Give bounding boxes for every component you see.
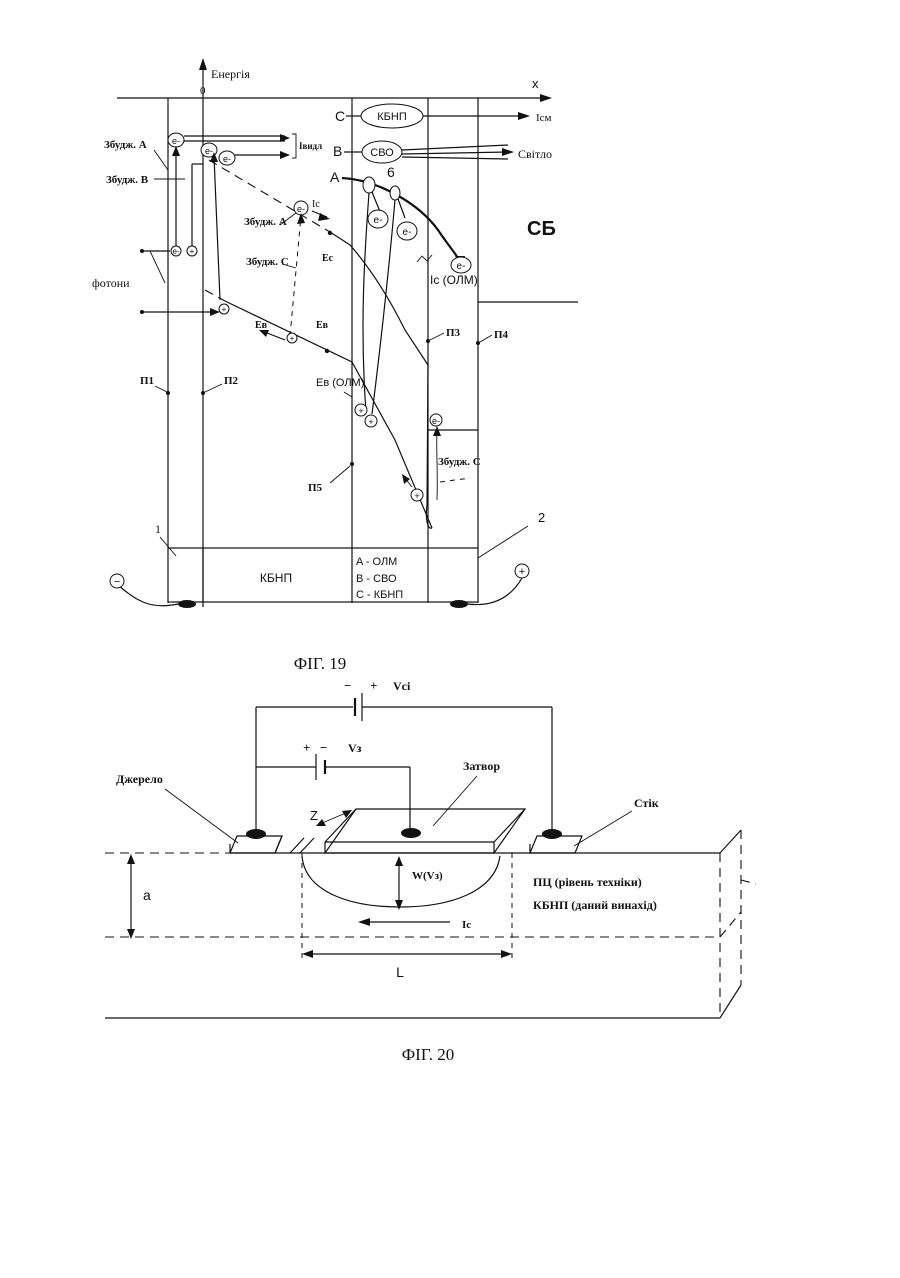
gate-label: Затвор xyxy=(463,759,500,773)
fig20-caption: ФІГ. 20 xyxy=(402,1045,455,1064)
legend-b: B - СВО xyxy=(356,573,397,585)
vsi-plus: + xyxy=(370,678,377,693)
path-b-output: Світло xyxy=(518,147,552,161)
electron-photon-1: e- xyxy=(172,247,179,256)
interface-p3: П3 xyxy=(446,327,461,339)
path-b-six: 6 xyxy=(387,164,395,180)
hole-photon-1: + xyxy=(190,247,195,256)
energy-axis-label: Енергія xyxy=(211,67,250,81)
vz-plus: + xyxy=(303,740,310,755)
vsi-label: Vсі xyxy=(393,679,411,693)
gate-electrode xyxy=(401,828,421,838)
minus-terminal-sign: − xyxy=(114,576,120,588)
path-b-box-label: СВО xyxy=(370,147,394,159)
hole-olm-1: + xyxy=(358,406,363,416)
ic-arrow-label: Ic xyxy=(462,919,471,931)
l-label: L xyxy=(396,964,404,980)
level-ev-2: Eв xyxy=(255,320,268,331)
electron-c-well: e- xyxy=(432,416,440,426)
hole-photon-2: + xyxy=(222,305,227,314)
interface-p5: П5 xyxy=(308,482,323,494)
path-a-curve xyxy=(342,178,460,262)
c-well-wall xyxy=(426,365,432,528)
drain-electrode xyxy=(542,829,562,839)
source-label: Джерело xyxy=(116,772,163,786)
drain-label: Стік xyxy=(634,796,659,810)
device-strip xyxy=(168,548,478,602)
x-axis-arrowhead xyxy=(540,94,552,102)
hole-olm-2: + xyxy=(368,417,373,427)
hole-c-well: + xyxy=(414,491,419,501)
w-label: W(Vз) xyxy=(412,870,443,882)
label-2: 2 xyxy=(538,510,545,525)
path-c-output: Iсм xyxy=(536,112,552,124)
prior-art-line: ПЦ (рівень техніки) xyxy=(533,875,642,889)
conduction-band-solid xyxy=(330,232,428,365)
plus-terminal-sign: + xyxy=(519,566,525,578)
invention-line: КБНП (даний винахід) xyxy=(533,898,657,912)
legend-a: A - ОЛМ xyxy=(356,556,397,568)
right-contact xyxy=(450,600,468,608)
label-1: 1 xyxy=(155,522,161,536)
valence-band xyxy=(225,301,432,528)
z-label: Z xyxy=(310,808,318,823)
electron-left-3: e- xyxy=(223,154,231,164)
electron-left-1: e- xyxy=(172,136,180,146)
excitation-c-mid: Збудж. C xyxy=(246,256,289,268)
gate xyxy=(325,809,525,853)
electron-mid: e- xyxy=(297,204,305,214)
level-ev-olm: Eв (ОЛМ) xyxy=(316,377,364,389)
legend-c: C - КБНП xyxy=(356,589,403,601)
interface-p4: П4 xyxy=(494,329,509,341)
vsi-minus: − xyxy=(344,678,351,693)
a-label: a xyxy=(143,887,151,903)
electron-olm-2: e- xyxy=(403,227,412,238)
photons-label: фотони xyxy=(92,276,130,290)
interface-p2: П2 xyxy=(224,375,239,387)
strip-kbnp: КБНП xyxy=(260,571,292,585)
sb-label: СБ xyxy=(527,218,556,240)
fig19-caption: ФІГ. 19 xyxy=(294,654,347,673)
excitation-a-mid: Збудж. A xyxy=(244,216,287,228)
hole-mid: + xyxy=(290,334,295,343)
excitation-a-left: Збудж. A xyxy=(104,139,147,151)
electron-olm-1: e- xyxy=(374,215,383,226)
level-ev-1: Eв xyxy=(316,320,329,331)
path-c-letter: C xyxy=(335,108,345,124)
vz-minus: − xyxy=(320,740,327,755)
x-axis-label: x xyxy=(532,76,539,91)
source-electrode xyxy=(246,829,266,839)
excitation-b-left: Збудж. B xyxy=(106,174,149,186)
interface-p1: П1 xyxy=(140,375,154,387)
path-c-box-label: КБНП xyxy=(377,111,407,123)
i-extract-label: Iвидл xyxy=(299,141,322,151)
ic-olm-label: Ic (ОЛМ) xyxy=(430,273,478,287)
energy-axis-zero: 0 xyxy=(200,85,206,97)
path-a-letter: A xyxy=(330,169,340,185)
excitation-c-right: Збудж. C xyxy=(438,456,481,468)
ic-label: Ic xyxy=(312,199,320,210)
energy-axis-arrowhead xyxy=(199,58,207,70)
fig20-transistor-diagram: − + Vсі + − Vз Джерело xyxy=(105,678,756,1064)
path-b-letter: B xyxy=(333,143,342,159)
left-contact xyxy=(178,600,196,608)
electron-olm-3: e- xyxy=(457,261,466,272)
level-ec: Eс xyxy=(322,253,334,264)
fig19-energy-band-diagram: Енергія 0 x C КБНП Iсм B СВО 6 Світл xyxy=(92,58,578,673)
electron-left-2: e- xyxy=(205,146,213,156)
vz-label: Vз xyxy=(348,741,362,755)
